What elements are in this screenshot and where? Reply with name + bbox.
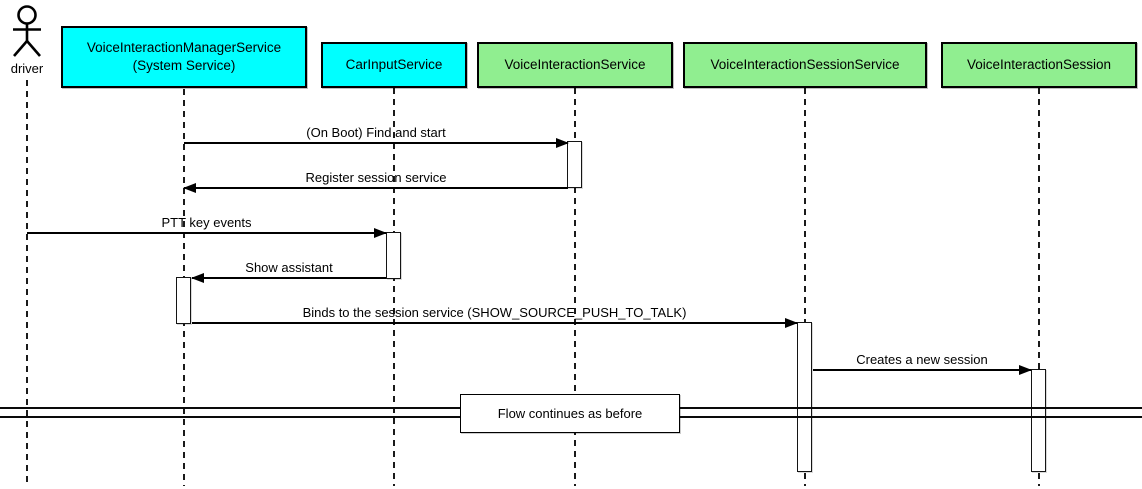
divider-label: Flow continues as before xyxy=(497,406,643,421)
participant-voiceinteractionmanagerservice: VoiceInteractionManagerService (System S… xyxy=(61,26,307,88)
message-creates-a-new-session: Creates a new session xyxy=(813,352,1032,376)
message-label: Register session service xyxy=(305,170,447,185)
message-label: Show assistant xyxy=(245,260,333,275)
participant-label-line1: VoiceInteractionService xyxy=(504,57,646,73)
message-line xyxy=(192,277,386,279)
actor-icon xyxy=(13,5,41,57)
participant-voiceinteractionsession: VoiceInteractionSession xyxy=(941,42,1137,88)
participant-carinputservice: CarInputService xyxy=(321,42,467,88)
message-on-boot-find-and-start: (On Boot) Find and start xyxy=(184,125,569,149)
lifeline-carinputservice xyxy=(393,88,395,486)
activation-bar-carinputservice xyxy=(386,232,401,279)
message-show-assistant: Show assistant xyxy=(191,260,386,284)
message-line xyxy=(184,142,568,144)
lifeline-voiceinteractionsessionservice xyxy=(804,88,806,486)
message-label: (On Boot) Find and start xyxy=(306,125,446,140)
participant-label-line1: VoiceInteractionManagerService xyxy=(86,40,282,56)
actor-label: driver xyxy=(10,61,44,76)
message-line xyxy=(813,369,1031,371)
participant-label-line1: CarInputService xyxy=(345,57,443,73)
participant-label-line1: VoiceInteractionSessionService xyxy=(710,57,900,73)
arrowhead-left-icon xyxy=(191,272,204,283)
participant-label-line2: (System Service) xyxy=(132,58,236,73)
arrowhead-right-icon xyxy=(556,137,569,148)
lifeline-voiceinteractionservice xyxy=(574,88,576,486)
message-ptt-key-events: PTT key events xyxy=(27,215,387,239)
participant-voiceinteractionservice: VoiceInteractionService xyxy=(477,42,673,88)
message-line xyxy=(192,322,797,324)
message-label: Creates a new session xyxy=(856,352,988,367)
message-binds-to-session-service: Binds to the session service (SHOW_SOURC… xyxy=(192,305,798,329)
activation-bar-voiceinteractionsessionservice xyxy=(797,322,812,472)
arrowhead-right-icon xyxy=(1019,364,1032,375)
actor-driver: driver xyxy=(0,4,54,76)
message-line xyxy=(184,187,568,189)
message-label: PTT key events xyxy=(161,215,252,230)
arrowhead-left-icon xyxy=(183,182,196,193)
participant-voiceinteractionsessionservice: VoiceInteractionSessionService xyxy=(683,42,927,88)
activation-bar-voiceinteractionsession xyxy=(1031,369,1046,472)
divider-label-box: Flow continues as before xyxy=(460,394,680,433)
arrowhead-right-icon xyxy=(785,317,798,328)
lifeline-voiceinteractionsession xyxy=(1038,88,1040,486)
participant-label-line1: VoiceInteractionSession xyxy=(966,57,1112,73)
activation-bar-voiceinteractionservice xyxy=(567,141,582,188)
lifeline-driver xyxy=(26,80,28,486)
message-label: Binds to the session service (SHOW_SOURC… xyxy=(302,305,687,320)
arrowhead-right-icon xyxy=(374,227,387,238)
message-register-session-service: Register session service xyxy=(183,170,568,194)
message-line xyxy=(27,232,386,234)
activation-bar-voiceinteractionmanagerservice xyxy=(176,277,191,324)
